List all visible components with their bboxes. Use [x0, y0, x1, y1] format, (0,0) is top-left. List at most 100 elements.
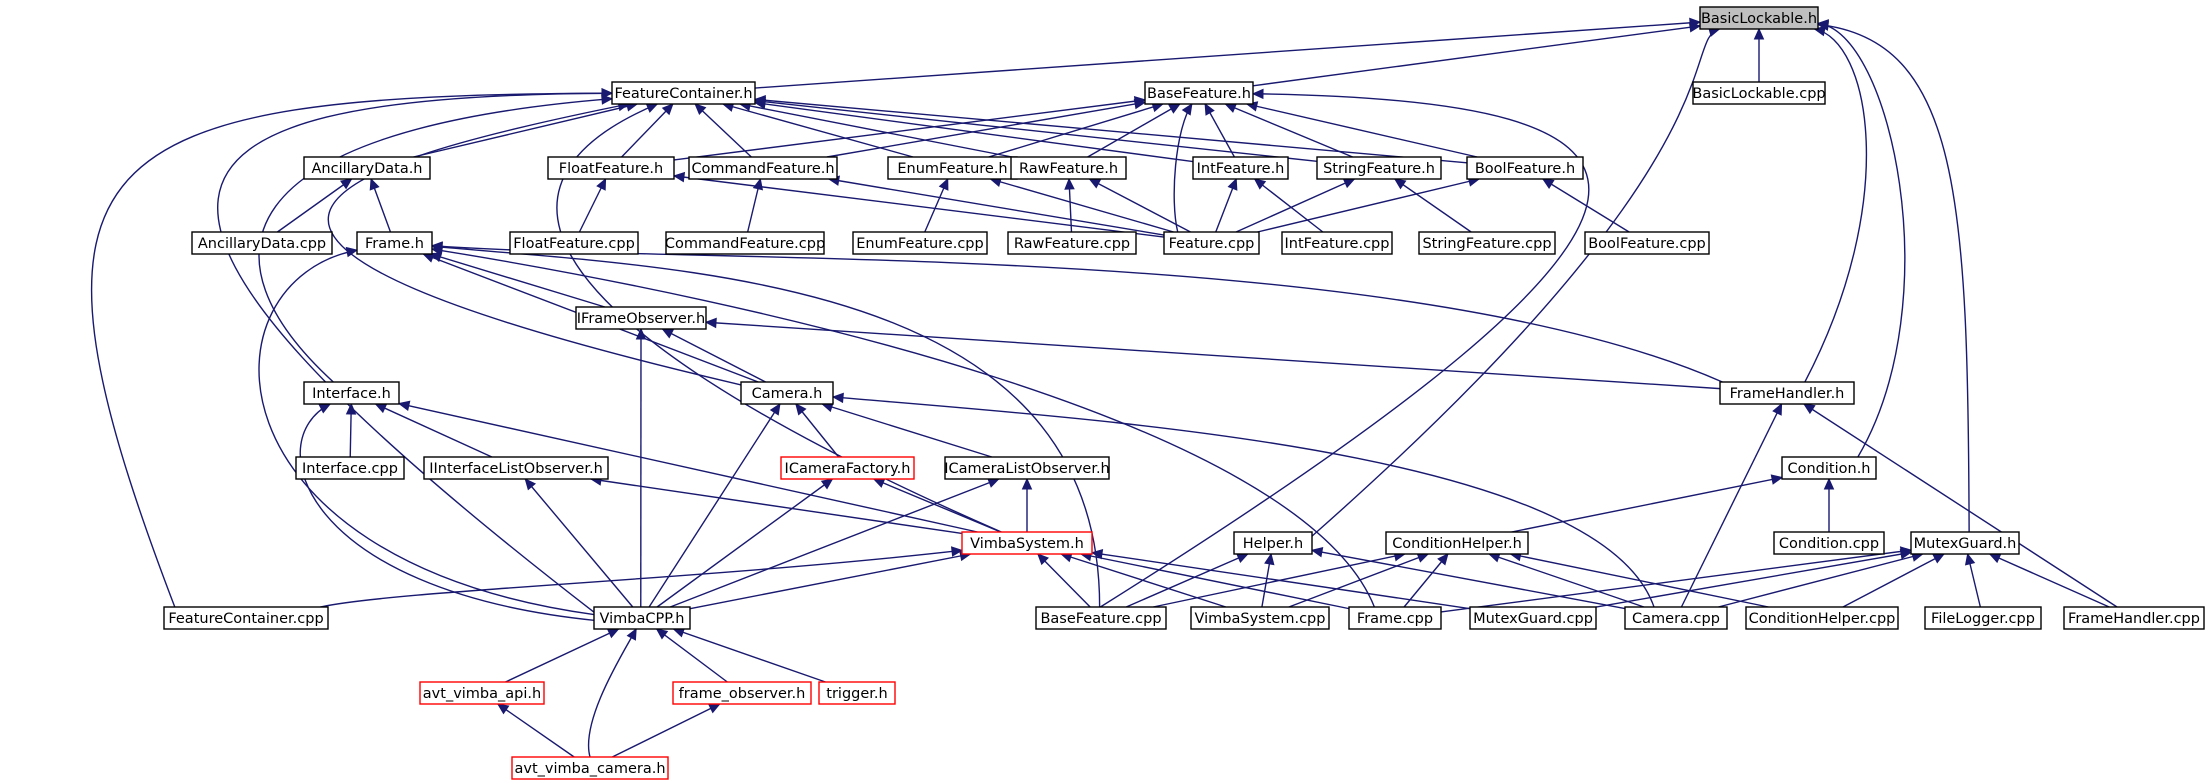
edge-ConditionHelper_h-to-Frame_cpp: [1403, 553, 1449, 608]
node-vimbacpp-h[interactable]: VimbaCPP.h: [593, 606, 691, 630]
node-iinterfacelistobserver-h[interactable]: IInterfaceListObserver.h: [423, 456, 609, 480]
node-frame-cpp[interactable]: Frame.cpp: [1348, 606, 1442, 630]
node-avt-vimba-api-h[interactable]: avt_vimba_api.h: [419, 681, 545, 705]
edge-StringFeature_h-to-Feature_cpp: [1235, 178, 1356, 233]
node-label: MutexGuard.h: [1914, 536, 2017, 552]
node-label: Frame.cpp: [1357, 611, 1433, 627]
node-mutexguard-h[interactable]: MutexGuard.h: [1910, 531, 2020, 555]
node-intfeature-h[interactable]: IntFeature.h: [1192, 156, 1289, 180]
node-commandfeature-h[interactable]: CommandFeature.h: [688, 156, 838, 180]
arrowhead-icon: [524, 478, 537, 491]
edge-line: [1394, 178, 1472, 233]
edge-line: [1125, 553, 1249, 608]
edge-Frame_h-to-VimbaCPP_h: [258, 246, 595, 616]
node-conditionhelper-h[interactable]: ConditionHelper.h: [1385, 531, 1529, 555]
arrowhead-icon: [704, 317, 717, 329]
arrowhead-icon: [1772, 402, 1783, 416]
edge-MutexGuard_h-to-Frame_cpp: [1440, 546, 1913, 613]
node-framehandler-h[interactable]: FrameHandler.h: [1719, 381, 1855, 405]
node-box: [1144, 81, 1254, 105]
edge-line: [1311, 28, 1720, 537]
edge-FloatFeature_h-to-FloatFeature_cpp: [578, 177, 607, 233]
edge-line: [556, 103, 1002, 533]
node-stringfeature-cpp[interactable]: StringFeature.cpp: [1418, 231, 1556, 255]
node-box: [852, 231, 988, 255]
node-label: RawFeature.h: [1019, 161, 1118, 177]
node-vimbasystem-cpp[interactable]: VimbaSystem.cpp: [1190, 606, 1330, 630]
arrowhead-icon: [1204, 102, 1215, 116]
node-conditionhelper-cpp[interactable]: ConditionHelper.cpp: [1745, 606, 1899, 630]
node-iframeobserver-h[interactable]: IFrameObserver.h: [575, 306, 707, 330]
node-condition-h[interactable]: Condition.h: [1781, 456, 1877, 480]
node-feature-cpp[interactable]: Feature.cpp: [1163, 231, 1260, 255]
edge-line: [375, 403, 493, 458]
node-basiclockable-cpp[interactable]: BasicLockable.cpp: [1692, 81, 1826, 105]
edge-BasicLockable_h-to-Helper_h: [1311, 26, 1721, 537]
node-basefeature-h[interactable]: BaseFeature.h: [1144, 81, 1254, 105]
node-framehandler-cpp[interactable]: FrameHandler.cpp: [2063, 606, 2205, 630]
node-avt-vimba-camera-h[interactable]: avt_vimba_camera.h: [511, 756, 669, 780]
edge-ConditionHelper_h-to-Camera_cpp: [1487, 552, 1645, 608]
node-featurecontainer-cpp[interactable]: FeatureContainer.cpp: [163, 606, 329, 630]
edge-CommandFeature_h-to-CommandFeature_cpp: [746, 177, 764, 233]
node-box: [303, 381, 400, 405]
node-vimbasystem-h[interactable]: VimbaSystem.h: [961, 531, 1093, 555]
edge-line: [795, 403, 840, 458]
node-box: [1348, 606, 1442, 630]
edge-line: [1288, 553, 1429, 608]
node-basefeature-cpp[interactable]: BaseFeature.cpp: [1035, 606, 1167, 630]
node-camera-h[interactable]: Camera.h: [740, 381, 834, 405]
edge-line: [1225, 103, 1353, 158]
node-interface-h[interactable]: Interface.h: [303, 381, 400, 405]
node-label: avt_vimba_api.h: [423, 686, 541, 702]
edge-Helper_h-to-BaseFeature_cpp: [1125, 553, 1249, 608]
edge-FeatureContainer_h-to-AncillaryData_h: [413, 101, 639, 158]
edge-MutexGuard_h-to-FrameHandler_cpp: [1988, 553, 2110, 608]
node-boolfeature-h[interactable]: BoolFeature.h: [1466, 156, 1584, 180]
node-label: FeatureContainer.h: [614, 86, 752, 102]
edge-line: [1842, 553, 1945, 608]
edge-RawFeature_h-to-Feature_cpp: [1088, 178, 1191, 233]
node-trigger-h[interactable]: trigger.h: [818, 681, 896, 705]
node-frame-observer-h[interactable]: frame_observer.h: [672, 681, 812, 705]
node-rawfeature-h[interactable]: RawFeature.h: [1010, 156, 1127, 180]
node-box: [1010, 156, 1127, 180]
arrowhead-icon: [606, 628, 620, 639]
node-condition-cpp[interactable]: Condition.cpp: [1773, 531, 1885, 555]
edge-line: [1511, 476, 1783, 533]
node-box: [303, 156, 431, 180]
arrowhead-icon: [374, 403, 388, 414]
arrowhead-icon: [430, 245, 444, 256]
node-helper-h[interactable]: Helper.h: [1233, 531, 1313, 555]
node-label: Camera.cpp: [1632, 611, 1720, 627]
node-ancillarydata-cpp[interactable]: AncillaryData.cpp: [191, 231, 333, 255]
node-icamerafactory-h[interactable]: ICameraFactory.h: [780, 456, 915, 480]
node-icameralistobserver-h[interactable]: ICameraListObserver.h: [944, 456, 1110, 480]
node-interface-cpp[interactable]: Interface.cpp: [295, 456, 405, 480]
node-floatfeature-cpp[interactable]: FloatFeature.cpp: [509, 231, 639, 255]
node-label: VimbaSystem.h: [970, 536, 1084, 552]
arrowhead-icon: [795, 403, 807, 416]
node-mutexguard-cpp[interactable]: MutexGuard.cpp: [1469, 606, 1597, 630]
node-floatfeature-h[interactable]: FloatFeature.h: [547, 156, 675, 180]
node-enumfeature-cpp[interactable]: EnumFeature.cpp: [852, 231, 988, 255]
node-filelogger-cpp[interactable]: FileLogger.cpp: [1924, 606, 2042, 630]
arrowhead-icon: [318, 403, 332, 414]
node-stringfeature-h[interactable]: StringFeature.h: [1316, 156, 1442, 180]
node-box: [1163, 231, 1260, 255]
edge-line: [1804, 28, 1868, 383]
node-ancillarydata-h[interactable]: AncillaryData.h: [303, 156, 431, 180]
node-boolfeature-cpp[interactable]: BoolFeature.cpp: [1584, 231, 1710, 255]
node-label: FeatureContainer.cpp: [168, 611, 323, 627]
node-camera-cpp[interactable]: Camera.cpp: [1624, 606, 1728, 630]
node-layer: BasicLockable.hBasicLockable.cppFeatureC…: [163, 6, 2205, 780]
node-intfeature-cpp[interactable]: IntFeature.cpp: [1281, 231, 1393, 255]
node-label: BasicLockable.cpp: [1692, 86, 1825, 102]
node-featurecontainer-h[interactable]: FeatureContainer.h: [611, 81, 756, 105]
node-commandfeature-cpp[interactable]: CommandFeature.cpp: [665, 231, 825, 255]
node-enumfeature-h[interactable]: EnumFeature.h: [887, 156, 1018, 180]
edge-AncillaryData_h-to-AncillaryData_cpp: [276, 178, 353, 233]
node-rawfeature-cpp[interactable]: RawFeature.cpp: [1007, 231, 1137, 255]
node-box: [1910, 531, 2020, 555]
node-frame-h[interactable]: Frame.h: [356, 231, 433, 255]
